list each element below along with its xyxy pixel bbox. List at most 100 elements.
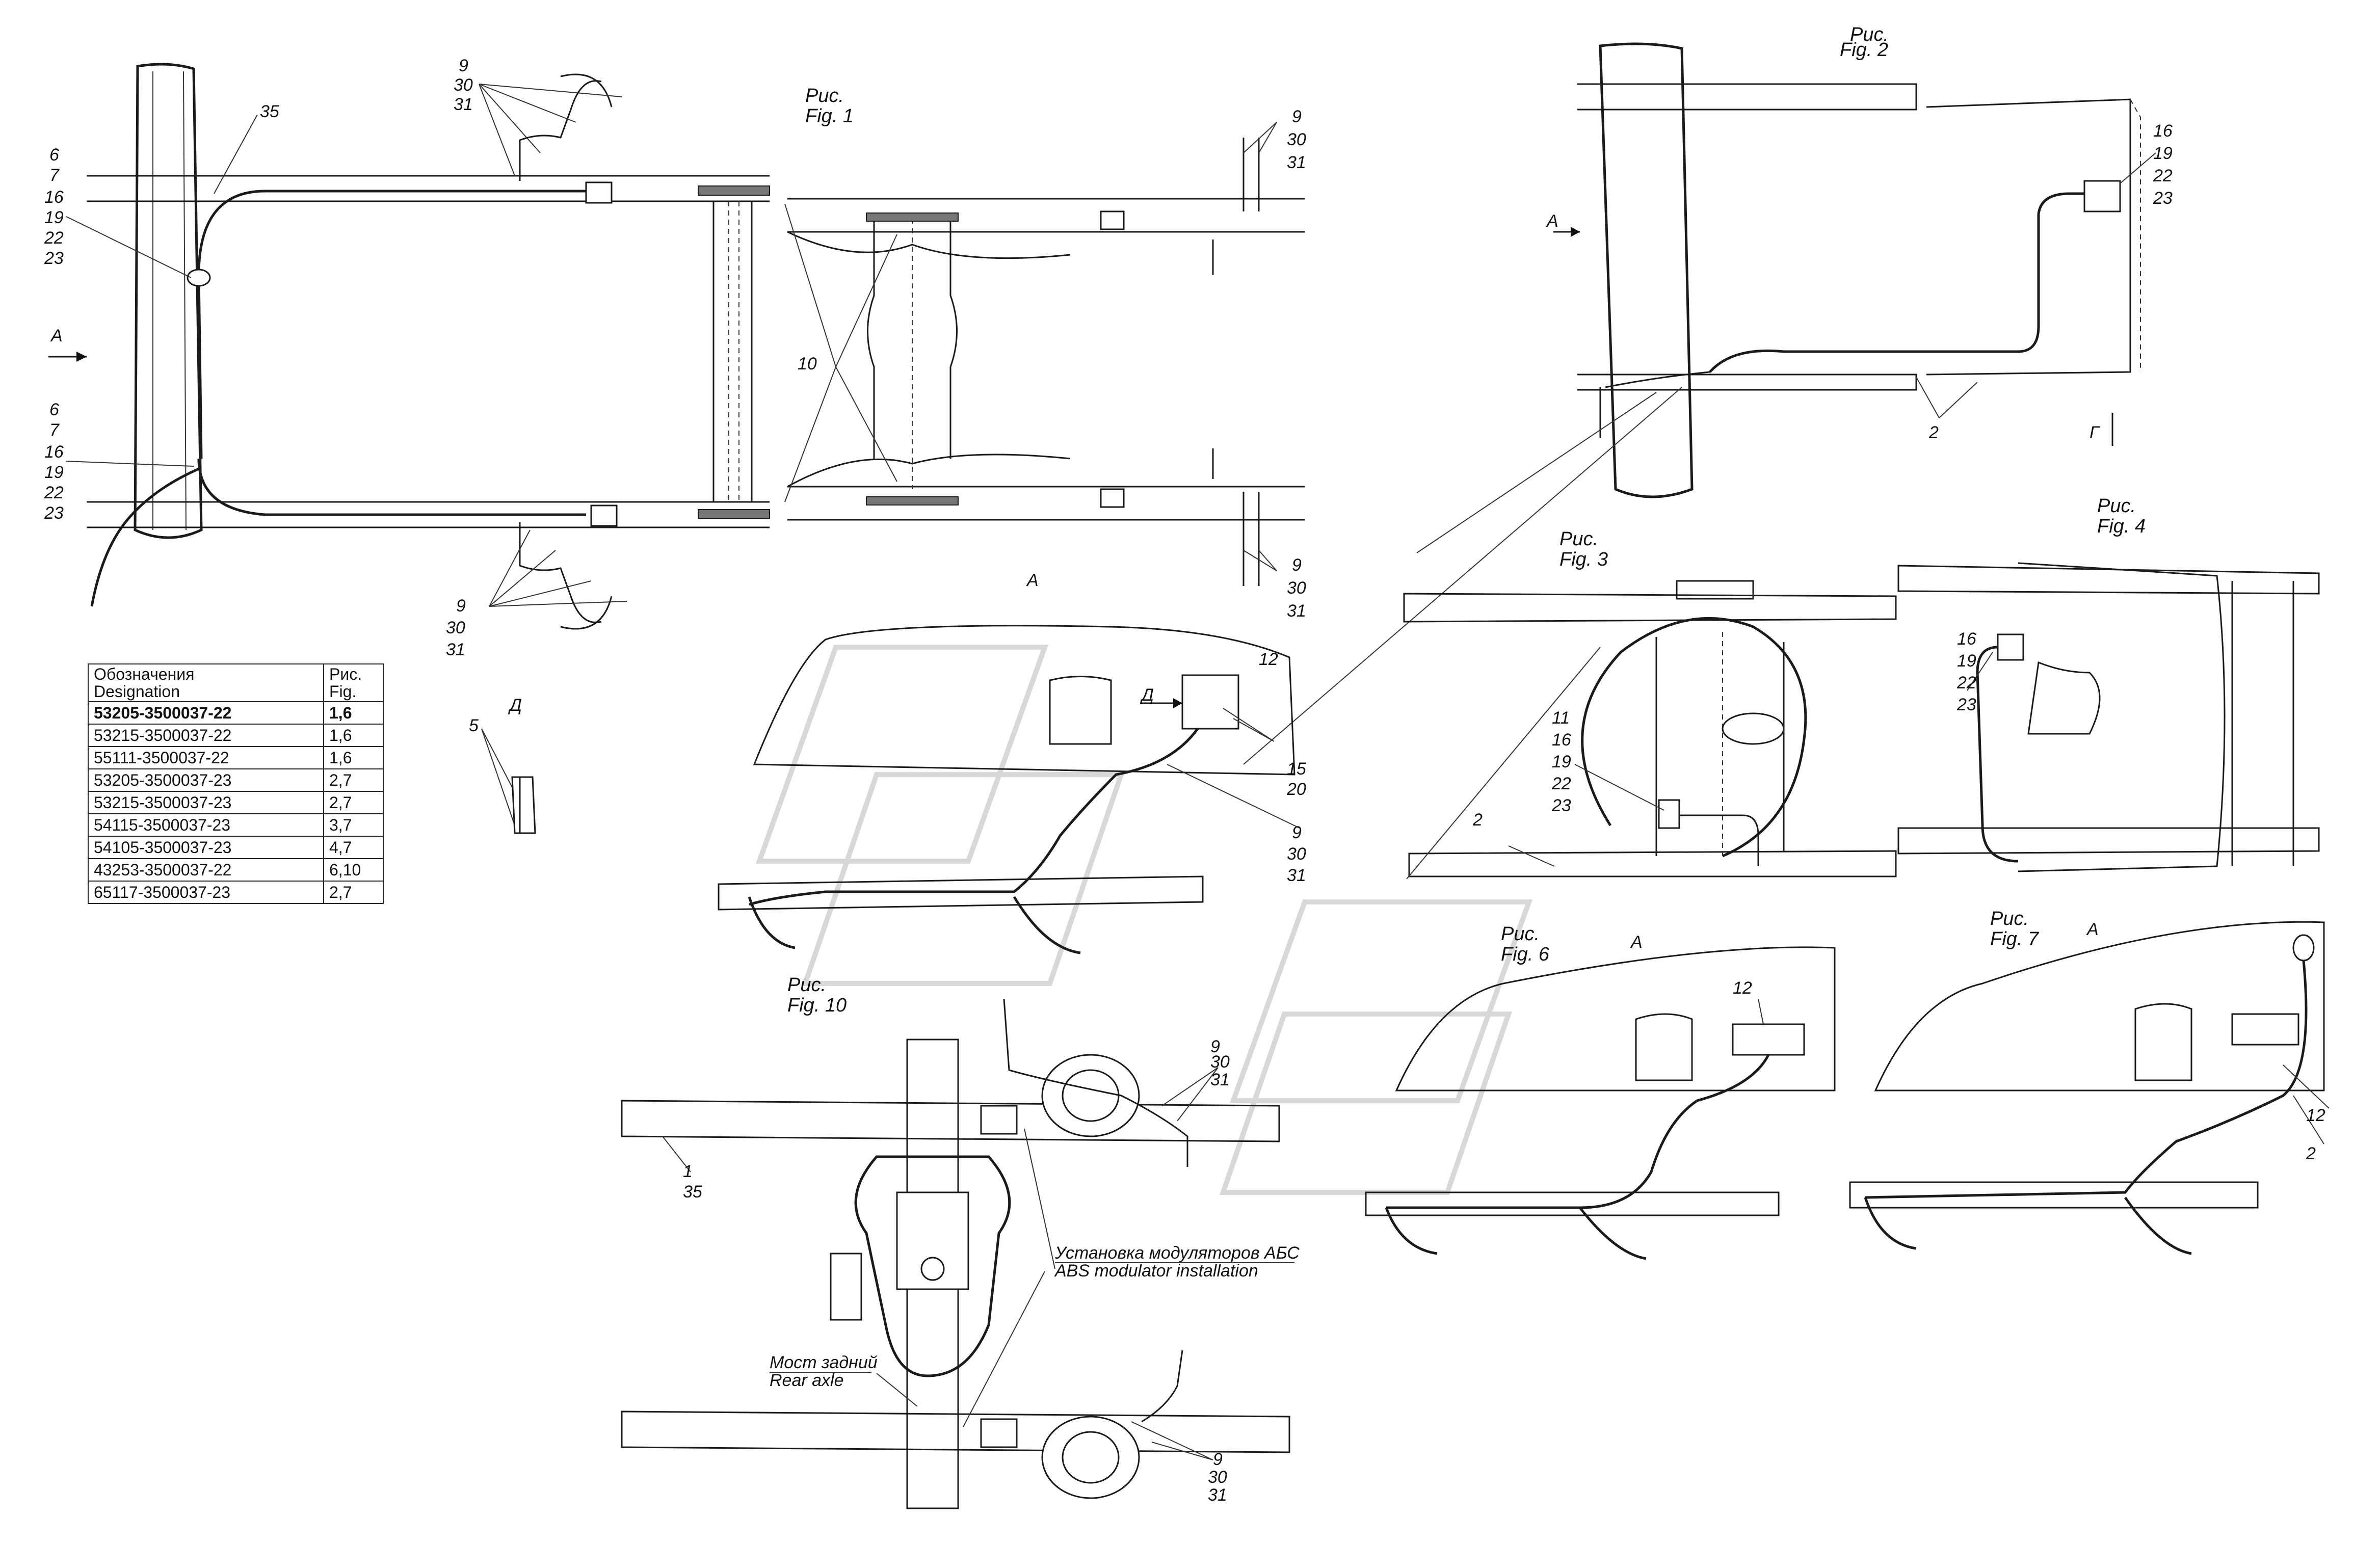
callout-10: 10 (798, 354, 817, 374)
fig10-callout-35: 35 (683, 1182, 702, 1202)
table-cell-code: 54115-3500037-23 (88, 813, 324, 837)
harness-bottom (197, 458, 586, 516)
designation-table-wrap: ОбозначенияDesignationРис.Fig.53205-3500… (88, 663, 384, 904)
abs-modulator-bottom (980, 1418, 1018, 1448)
fig3-view (1403, 580, 1897, 880)
fig10-callout-30-top: 30 (1210, 1052, 1230, 1072)
fig3-callout-23: 23 (1551, 796, 1571, 815)
fig7-connector (2231, 1013, 2299, 1046)
callout-20: 20 (1286, 780, 1306, 799)
view-letter-g: Г (2090, 423, 2100, 442)
table-header-figure-line: Fig. (329, 682, 357, 701)
callout-left-top-5: 22 (44, 228, 64, 248)
fig2-tyre (1599, 42, 1694, 498)
frame-rail-bottom (87, 501, 770, 528)
fig10-label-en: Fig. 10 (787, 995, 847, 1016)
annotation-axle-en: Rear axle (770, 1371, 844, 1390)
fig2-callout-23: 23 (2153, 189, 2173, 208)
callout-9-c: 9 (1292, 555, 1302, 575)
fig7-view (1849, 921, 2330, 1255)
table-cell-figs: 6,10 (323, 858, 384, 882)
part5-view-d: Д 5 (469, 696, 536, 834)
view-letter-a-fig2: A (1546, 211, 1558, 231)
callout-35: 35 (260, 102, 279, 121)
callout-9-b: 9 (1292, 107, 1302, 126)
callout-5: 5 (469, 716, 479, 735)
callout-31-e: 31 (1287, 866, 1306, 885)
fig10-callout-1: 1 (683, 1162, 693, 1181)
fig4-connector (1997, 633, 2024, 661)
front-tyre (134, 63, 203, 539)
fig4-label-ru: Рис. (2097, 495, 2136, 517)
table-header-figure-line: Рис. (329, 665, 362, 683)
differential-housing (854, 1155, 1011, 1377)
fig10-callout-9-top: 9 (1210, 1037, 1220, 1056)
fig4-view (1897, 562, 2320, 872)
view-letter-a-fig7: A (2086, 920, 2099, 939)
fig4-callout-23: 23 (1956, 695, 1976, 714)
callout-30-e: 30 (1287, 844, 1306, 864)
watermark-logo (755, 645, 1533, 1195)
annotation-axle-ru: Мост задний (770, 1353, 878, 1372)
table-cell-figs: 4,7 (323, 836, 384, 859)
view-a-harness (749, 728, 1199, 906)
table-cell-figs: 2,7 (323, 768, 384, 792)
fig4-callout-16: 16 (1957, 629, 1976, 649)
callout-30-c: 30 (1287, 578, 1306, 598)
fig3-label-en: Fig. 3 (1559, 549, 1608, 570)
fig3-callout-11: 11 (1552, 708, 1570, 728)
table-cell-code: 43253-3500037-22 (88, 858, 324, 882)
fig10-rail-top (621, 1100, 1280, 1142)
callout-15: 15 (1287, 759, 1306, 779)
callout-left-top-6: 23 (44, 249, 64, 268)
view-letter-d-center: Д (1140, 685, 1154, 705)
table-cell-figs: 1,6 (323, 701, 384, 725)
callout-31-c: 31 (1287, 601, 1306, 621)
table-header-designation-line: Обозначения (94, 665, 195, 683)
fig3-connector (1658, 799, 1680, 829)
callout-left-bottom-6: 23 (44, 503, 64, 523)
fig2-callout-2: 2 (1928, 423, 1939, 442)
callout-left-bottom-4: 19 (44, 463, 64, 482)
callout-30-d: 30 (446, 618, 465, 637)
callout-30-a: 30 (454, 75, 473, 95)
table-header-designation-line: Designation (94, 682, 180, 701)
frame-rail-top (87, 175, 770, 202)
fig6-label-ru: Рис. (1501, 923, 1540, 945)
fig10-callout-31-bottom: 31 (1208, 1485, 1227, 1505)
fig3-callout-19: 19 (1552, 752, 1571, 771)
callout-31-d: 31 (446, 640, 465, 659)
fig2-connector (2083, 180, 2121, 212)
fig7-label-en: Fig. 7 (1990, 928, 2040, 950)
view-letter-a-fig1: A (50, 326, 63, 345)
callout-30-b: 30 (1287, 130, 1306, 149)
fig2-label-en: Fig. 2 (1840, 39, 1888, 61)
annotation-abs-ru: Установка модуляторов АБС (1054, 1243, 1300, 1263)
fig6-callout-12: 12 (1733, 978, 1752, 998)
annotation-abs-en: ABS modulator installation (1054, 1261, 1258, 1281)
view-letter-a-fig6: A (1630, 933, 1643, 952)
table-cell-code: 53205-3500037-23 (88, 768, 324, 792)
table-cell-figs: 1,6 (323, 746, 384, 769)
table-cell-code: 53215-3500037-23 (88, 791, 324, 814)
callout-left-top-1: 6 (49, 145, 59, 165)
table-header-figure: Рис.Fig. (323, 663, 384, 702)
fig7-label-ru: Рис. (1990, 908, 2029, 929)
callout-left-top-3: 16 (44, 188, 64, 207)
fig3-label-ru: Рис. (1559, 528, 1598, 550)
fig10-callout-9-bottom: 9 (1213, 1450, 1223, 1469)
fig3-callout-16: 16 (1552, 730, 1571, 750)
callout-12-center: 12 (1259, 650, 1278, 669)
view-letter-d: Д (508, 696, 522, 715)
harness-tail (90, 467, 200, 607)
fig1-label-en: Fig. 1 (805, 105, 854, 127)
fig10-rear-axle (621, 998, 1290, 1509)
